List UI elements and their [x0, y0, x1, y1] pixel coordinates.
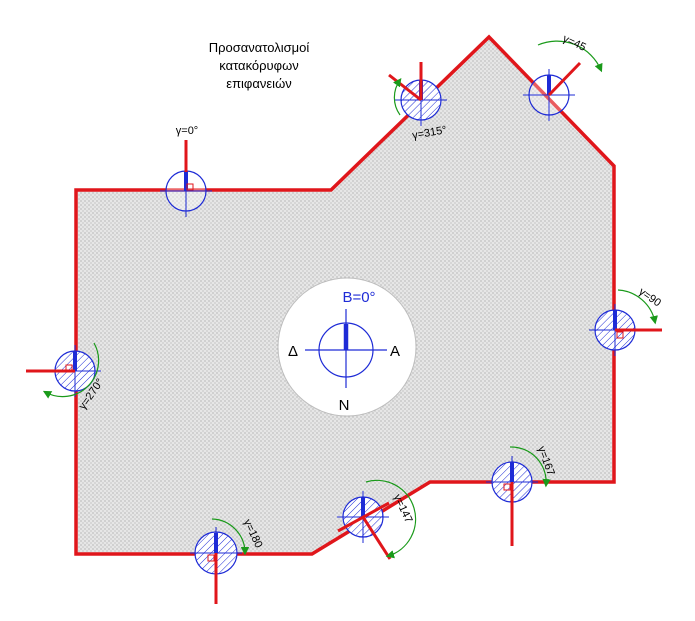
- marker-g315: γ=315°: [388, 62, 448, 142]
- marker-g0-label: γ=0°: [176, 125, 198, 137]
- title-line-3: επιφανειών: [226, 76, 291, 91]
- marker-g0: γ=0°: [160, 125, 212, 217]
- compass-north-label: Β=0°: [342, 289, 375, 306]
- compass-south-label: Ν: [339, 397, 350, 414]
- marker-g45-label: γ=45: [561, 33, 588, 54]
- title-line-2: κατακόρυφων: [219, 58, 298, 73]
- marker-g147-label: γ=147: [391, 492, 415, 525]
- compass-east-label: Α: [390, 343, 400, 360]
- marker-g90-label: γ=90: [636, 286, 663, 310]
- compass-west-label: Δ: [288, 343, 298, 360]
- title-line-1: Προσανατολισμοί: [209, 40, 310, 55]
- marker-g167: γ=167: [486, 445, 557, 546]
- compass: Β=0° Α Δ Ν: [277, 277, 417, 417]
- marker-g45: γ=45: [523, 33, 603, 121]
- marker-g315-label: γ=315°: [411, 124, 447, 142]
